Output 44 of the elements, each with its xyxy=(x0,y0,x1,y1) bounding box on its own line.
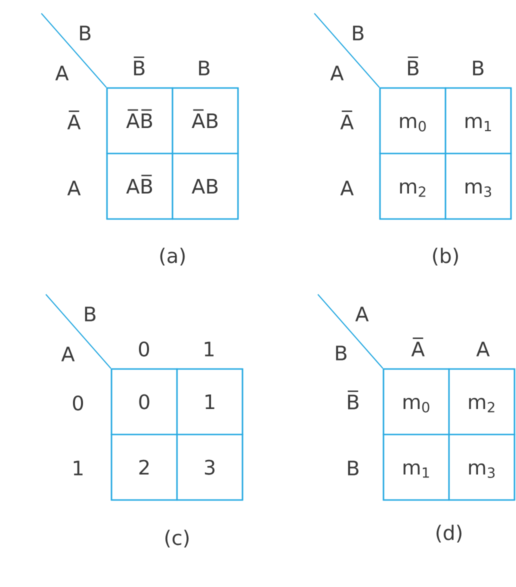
row-header: B̅ xyxy=(348,390,358,410)
map-cell: m$_{1}$ xyxy=(444,87,512,154)
map-cell: 2 xyxy=(110,434,178,501)
row-header: A̅ xyxy=(67,110,81,130)
map-cell: 1 xyxy=(176,368,244,436)
variable-label: B xyxy=(353,26,364,40)
map-cell: 0 xyxy=(110,368,178,436)
map-cell: m$_{3}$ xyxy=(448,434,516,501)
column-header: B̅ xyxy=(408,56,418,76)
map-cell: m$_{2}$ xyxy=(448,368,516,436)
column-header: A̅ xyxy=(411,338,425,356)
map-cell: A̅B xyxy=(172,87,239,154)
variable-label: A xyxy=(61,346,75,362)
column-header: B̅ xyxy=(134,56,144,76)
column-header: 0 xyxy=(138,341,150,357)
row-header: A̅ xyxy=(340,110,354,130)
map-cell: A̅B̅ xyxy=(106,87,174,154)
column-header: B xyxy=(199,60,210,76)
map-cell: m$_{2}$ xyxy=(379,152,446,220)
row-header: 1 xyxy=(74,460,83,476)
column-header: A xyxy=(476,342,490,356)
map-cell: m$_{1}$ xyxy=(382,434,450,501)
figure-caption: (c) xyxy=(165,530,189,548)
row-header: A xyxy=(340,180,354,196)
map-cell: AB xyxy=(172,152,239,220)
row-header: A xyxy=(67,180,81,196)
variable-label: B xyxy=(80,26,90,40)
column-header: B xyxy=(473,60,484,76)
row-header: B xyxy=(348,460,358,476)
row-header: 0 xyxy=(72,395,84,411)
variable-label: B xyxy=(85,306,96,322)
map-cell: m$_{0}$ xyxy=(382,368,450,436)
variable-label: A xyxy=(55,66,69,80)
variable-label: A xyxy=(355,306,369,322)
variable-label: A xyxy=(330,66,344,80)
map-cell: m$_{3}$ xyxy=(444,152,512,220)
figure-caption: (a) xyxy=(160,248,185,266)
variable-label: B xyxy=(336,346,346,360)
figure-caption: (b) xyxy=(433,248,458,266)
map-cell: 3 xyxy=(176,434,244,501)
map-cell: m$_{0}$ xyxy=(379,87,446,154)
map-cell: AB̅ xyxy=(106,152,174,220)
column-header: 1 xyxy=(204,342,214,356)
figure-caption: (d) xyxy=(436,524,462,543)
